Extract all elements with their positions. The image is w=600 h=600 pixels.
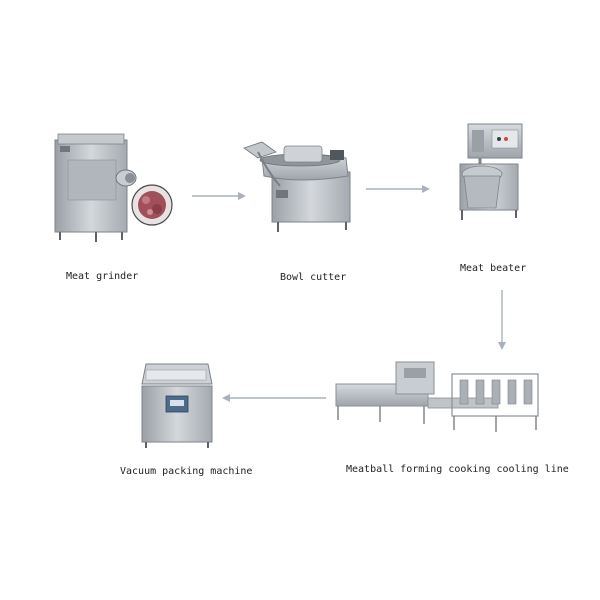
meat-beater-machine <box>459 123 523 220</box>
label-vacuum-packer: Vacuum packing machine <box>120 466 253 477</box>
label-bowl-cutter: Bowl cutter <box>280 272 347 283</box>
arrow-cutter-to-beater <box>366 185 430 193</box>
label-meat-grinder: Meat grinder <box>66 271 139 282</box>
arrow-beater-to-line <box>498 290 506 350</box>
bowl-cutter-machine <box>243 141 351 232</box>
arrow-grinder-to-cutter <box>192 192 246 200</box>
meatball-line-machine <box>335 361 539 432</box>
label-meatball-line: Meatball forming cooking cooling line <box>346 464 569 475</box>
meat-grinder-machine <box>54 133 173 242</box>
minced-meat-inset <box>131 184 173 226</box>
arrow-line-to-packer <box>222 394 326 402</box>
label-meat-beater: Meat beater <box>460 263 527 274</box>
vacuum-packing-machine <box>141 363 213 448</box>
